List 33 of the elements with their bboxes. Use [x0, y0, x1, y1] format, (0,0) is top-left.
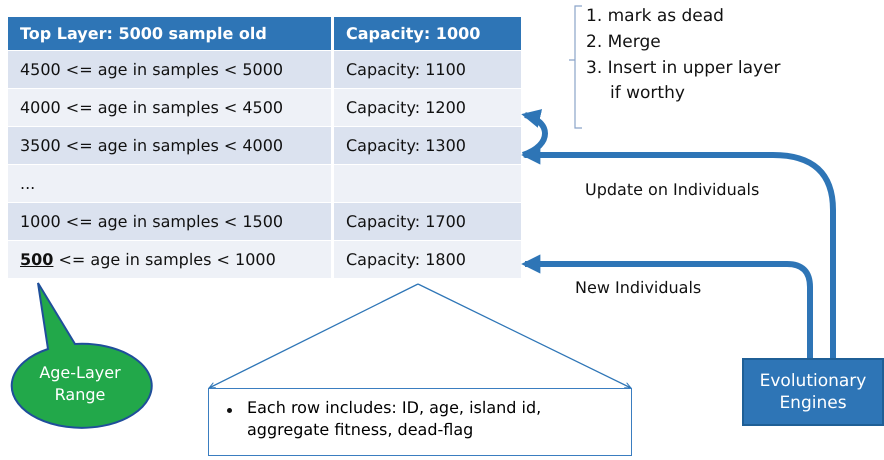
- table-header-row: [8, 17, 521, 50]
- table-row: [8, 127, 521, 164]
- list-item: 1. mark as dead: [586, 5, 725, 28]
- cell-text: Capacity: 1100: [346, 60, 466, 79]
- table-row: [8, 203, 521, 240]
- edge-label: New Individuals: [575, 278, 702, 297]
- cell-text: 4000 <= age in samples < 4500: [20, 98, 284, 117]
- table-row: [8, 241, 521, 278]
- process-box: Evolutionary Engines: [742, 358, 884, 426]
- cell-text: Capacity: 1300: [346, 136, 466, 155]
- list-item: 3. Insert in upper layer if worthy: [586, 57, 782, 105]
- cell-text: ...: [20, 174, 36, 193]
- cell-text: Capacity: 1200: [346, 98, 466, 117]
- cell-text: 500 <= age in samples < 1000: [20, 250, 276, 269]
- cell-text: 3500 <= age in samples < 4000: [20, 136, 284, 155]
- arrow: [418, 283, 632, 389]
- edge-label: Update on Individuals: [585, 180, 760, 199]
- cell-text: Capacity: 1000: [346, 24, 480, 43]
- table-row: [8, 51, 521, 88]
- cell-text: Capacity: 1800: [346, 250, 466, 269]
- arrow: [208, 283, 418, 389]
- list-item: 2. Merge: [586, 31, 662, 54]
- cell-text: Top Layer: 5000 sample old: [20, 24, 267, 43]
- arrow: [521, 254, 813, 358]
- cell-text: 1000 <= age in samples < 1500: [20, 212, 284, 231]
- cell-text: 4500 <= age in samples < 5000: [20, 60, 284, 79]
- table-row: [8, 89, 521, 126]
- callout-text: Age-Layer Range: [38, 362, 122, 406]
- arrow: [521, 110, 548, 158]
- cell-text: Capacity: 1700: [346, 212, 466, 231]
- note-text: Each row includes: ID, age, island id, aggregate fitness, dead-flag: [247, 398, 542, 439]
- table-row: [8, 165, 521, 202]
- note-box: [208, 388, 632, 456]
